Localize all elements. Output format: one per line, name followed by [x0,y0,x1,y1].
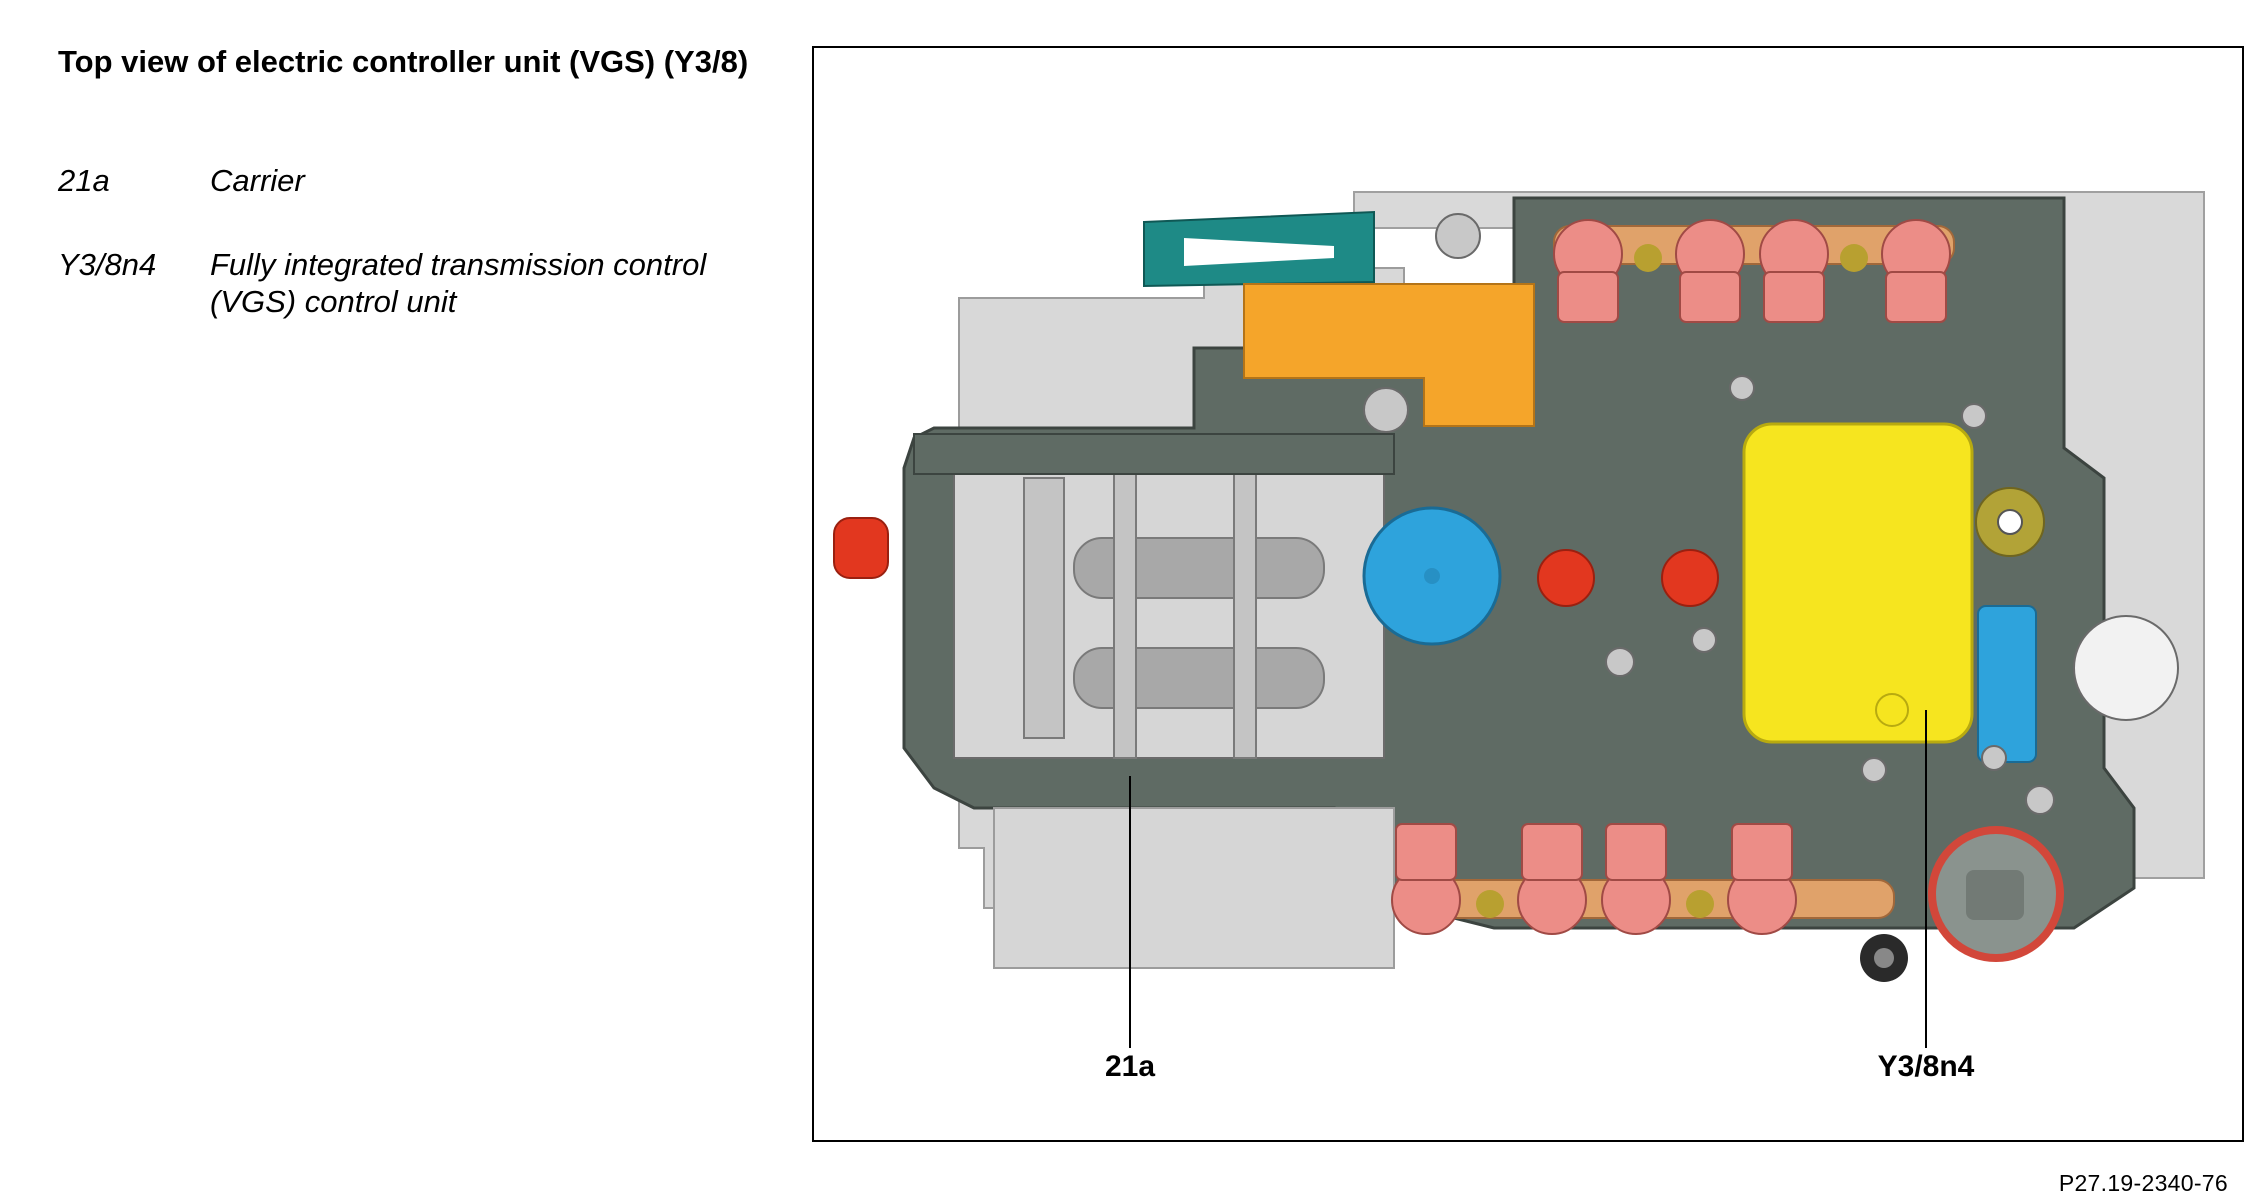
red-plug-left [833,517,889,579]
orange-module [1243,283,1535,427]
solenoid-row-bottom [1391,823,1895,935]
yellow-control-unit [1742,422,1974,744]
legend-key: Y3/8n4 [58,247,157,282]
solenoid-row-top [1553,219,1955,323]
red-cap-2 [1661,549,1719,607]
legend-key: 21a [58,163,110,198]
legend-description: Carrier [210,163,305,198]
callout-21a: 21a [1105,1050,1155,1083]
red-cap-1 [1537,549,1595,607]
diagram-frame: 21a Y3/8n4 [812,46,2244,1142]
callout-y38n4: Y3/8n4 [1878,1050,1975,1083]
retaining-bar [913,433,1395,475]
page-title: Top view of electric controller unit (VG… [58,44,749,79]
figure-reference: P27.19-2340-76 [2058,1170,2228,1196]
controller-unit-illustration: 21a Y3/8n4 [833,191,2205,1083]
legend-description: Fully integrated transmission control (V… [210,247,707,319]
carrier-lower-section [993,807,1395,969]
valve-slot [953,457,1385,759]
bolts [1363,213,2179,815]
blue-connector [1977,605,2037,763]
